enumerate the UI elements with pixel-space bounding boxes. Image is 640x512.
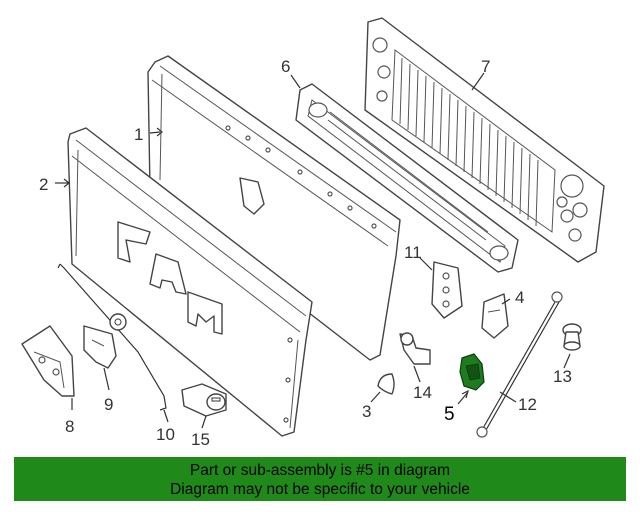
callout-2[interactable]: 2 [39,175,48,194]
part-15-lock-cylinder[interactable] [181,383,227,417]
part-2-tailgate-front[interactable] [67,127,313,437]
part-8-hinge-bracket[interactable] [21,325,75,397]
part-1-tailgate-shell[interactable] [147,55,401,361]
info-banner: Part or sub-assembly is #5 in diagram Di… [14,457,626,501]
callout-6[interactable]: 6 [281,57,290,76]
ram-lettering [117,221,223,335]
parts-diagram: 1 2 3 4 5 6 7 8 9 10 11 12 13 14 15 [21,17,605,449]
callout-15[interactable]: 15 [191,430,210,449]
part-3-bushing[interactable] [377,373,395,395]
callout-leaders [55,72,571,429]
callout-4[interactable]: 4 [515,288,524,307]
callout-13[interactable]: 13 [553,367,572,386]
callout-1[interactable]: 1 [134,125,143,144]
callout-numbers: 1 2 3 4 5 6 7 8 9 10 11 12 13 14 15 [39,57,572,449]
callout-9[interactable]: 9 [104,395,113,414]
callout-12[interactable]: 12 [518,395,537,414]
callout-10[interactable]: 10 [156,425,175,444]
callout-14[interactable]: 14 [413,383,432,402]
part-9-latch[interactable] [83,313,127,369]
callout-11[interactable]: 11 [404,243,422,262]
part-7-inner-panel[interactable] [364,17,605,263]
part-4-bumper-block[interactable] [481,293,509,339]
callout-7[interactable]: 7 [481,57,490,76]
banner-line-disclaimer: Diagram may not be specific to your vehi… [170,481,470,498]
part-10-rod[interactable] [57,263,167,411]
part-13-grommet[interactable] [562,323,582,351]
banner-line-part: Part or sub-assembly is #5 in diagram [189,462,451,479]
part-12-support-cable[interactable] [476,291,563,438]
callout-5[interactable]: 5 [444,404,455,425]
callout-8[interactable]: 8 [65,417,74,436]
part-6-trim-bar[interactable] [295,83,519,273]
part-11-hinge-plate[interactable] [431,261,463,319]
part-14-striker[interactable] [399,332,431,365]
part-5-highlighted-bracket[interactable] [459,353,485,391]
callout-3[interactable]: 3 [362,402,371,421]
